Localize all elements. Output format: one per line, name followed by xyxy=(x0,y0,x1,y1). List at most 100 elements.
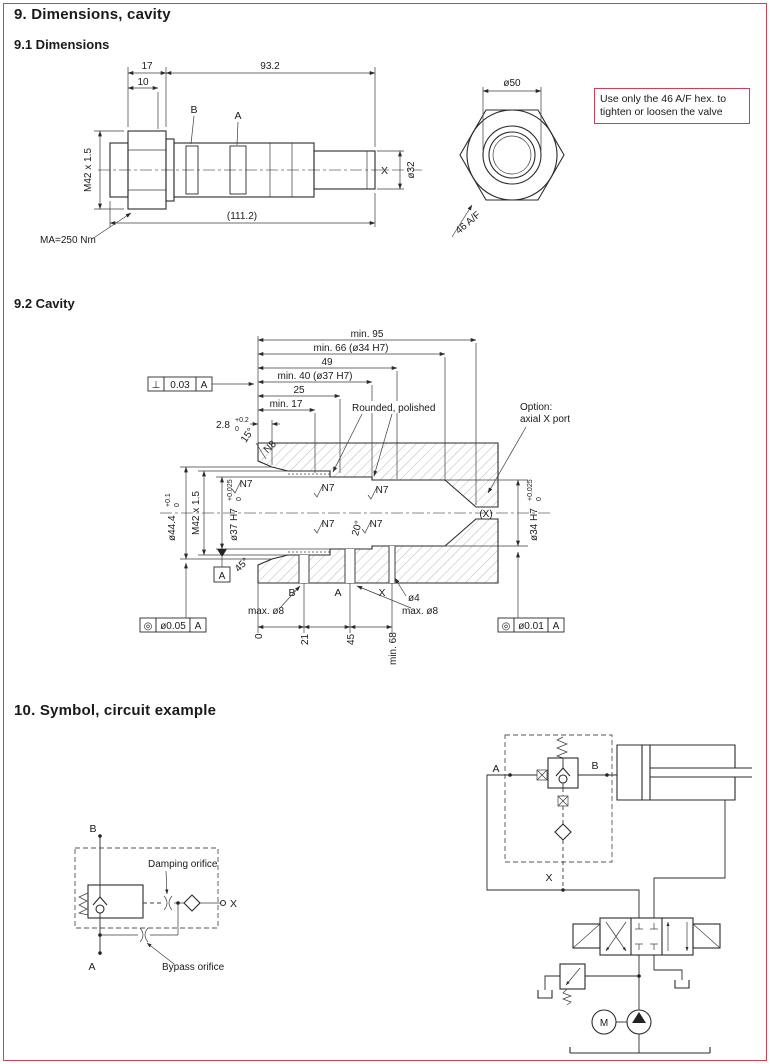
motor-label: M xyxy=(600,1018,608,1029)
dim-2-8-sub: 0 xyxy=(235,426,239,433)
dia-50-label: ø50 xyxy=(503,78,521,89)
angle-15-label: 15° xyxy=(239,426,257,445)
circuit-figure: A B X xyxy=(486,734,752,1054)
directional-valve-symbol xyxy=(572,917,721,956)
cavity-left-dimensions: ø44.4 +0.1 0 M42 x 1.5 ø37 H7 +0.025 0 A… xyxy=(165,466,330,583)
dim-49: 49 xyxy=(321,357,333,368)
hex-usage-note: Use only the 46 A/F hex. to tighten or l… xyxy=(594,88,750,125)
hex-af-label: 46 A/F xyxy=(454,210,483,237)
gdt-perpendicularity-icon: ⊥ xyxy=(152,380,161,391)
torque-label: MA=250 Nm xyxy=(40,235,96,246)
dim-min40: min. 40 (ø37 H7) xyxy=(277,371,352,382)
cylinder-symbol xyxy=(616,744,752,801)
position-min68: min. 68 xyxy=(388,632,399,665)
bypass-orifice-label: Bypass orifice xyxy=(162,962,225,973)
surface-finish-n7: N7 xyxy=(370,519,383,530)
circuit-port-x: X xyxy=(545,872,552,884)
position-21: 21 xyxy=(300,633,311,645)
symbol-figure: B X A Damping orifice Bypass orifice xyxy=(74,823,237,973)
dia-34-sup: +0.025 xyxy=(527,479,534,501)
concentricity-frame-right: ◎ ø0.01 A xyxy=(497,551,565,633)
dia-34-label: ø34 H7 xyxy=(529,508,540,541)
cavity-port-b: B xyxy=(288,587,295,599)
dim-93-2-label: 93.2 xyxy=(260,61,280,72)
relief-valve-symbol xyxy=(537,963,641,1006)
option-label-2: axial X port xyxy=(520,414,570,425)
port-a-label: A xyxy=(234,110,241,122)
port-b-label: B xyxy=(190,104,197,116)
max-dia8-label: max. ø8 xyxy=(248,606,285,617)
dia-44-4-label: ø44.4 xyxy=(167,515,178,541)
position-0: 0 xyxy=(254,633,265,639)
cavity-port-x: X xyxy=(378,587,385,599)
gdt-tol-001: ø0.01 xyxy=(518,621,544,632)
circuit-port-b: B xyxy=(591,760,598,772)
dim-min95: min. 95 xyxy=(351,329,384,340)
gdt-concentricity-icon: ◎ xyxy=(502,621,511,632)
dia-34-sub: 0 xyxy=(536,497,543,501)
front-view-dimensions: ø50 46 A/F xyxy=(451,78,542,238)
thread-label: M42 x 1.5 xyxy=(83,148,94,192)
surface-finish-n7: N7 xyxy=(322,519,335,530)
surface-finish-n7: N7 xyxy=(322,483,335,494)
section-10-title: 10. Symbol, circuit example xyxy=(14,702,217,719)
dia-32-label: ø32 xyxy=(406,161,417,179)
dim-min66: min. 66 (ø34 H7) xyxy=(313,343,388,354)
dim-min17: min. 17 xyxy=(270,399,303,410)
port-x-label: X xyxy=(381,165,388,177)
dia-4-label: ø4 xyxy=(408,593,420,604)
side-view-dimensions: 17 93.2 10 B A M42 x 1.5 X ø32 (111.2) M… xyxy=(40,61,417,246)
valve-symbol: B X A Damping orifice Bypass orifice xyxy=(74,823,237,973)
gdt-concentricity-icon: ◎ xyxy=(144,621,153,632)
rounded-polished-label: Rounded, polished xyxy=(352,403,435,414)
dia-44-4-sub: 0 xyxy=(174,503,181,507)
cavity-annotations: 15° N8 Rounded, polished Option: axial X… xyxy=(231,401,570,537)
x-port-ref-label: (X) xyxy=(479,509,492,520)
overall-length-label: (111.2) xyxy=(227,211,257,222)
datum-a-flag: A xyxy=(219,571,226,582)
surface-finish-n7: N7 xyxy=(376,485,389,496)
cavity-top-dimensions: min. 95 min. 66 (ø34 H7) 49 min. 40 (ø37… xyxy=(216,328,477,505)
cavity-right-dimensions: ø34 H7 +0.025 0 xyxy=(445,479,543,547)
dim-17-label: 17 xyxy=(141,61,153,72)
valve-side-view xyxy=(98,130,422,210)
damping-orifice-label: Damping orifice xyxy=(148,859,218,870)
gdt-tol-005: ø0.05 xyxy=(160,621,186,632)
position-45: 45 xyxy=(346,633,357,645)
dim-25: 25 xyxy=(293,385,305,396)
circuit-lines xyxy=(486,774,726,918)
symbol-port-x: X xyxy=(230,898,237,910)
section-9-1-title: 9.1 Dimensions xyxy=(14,37,110,52)
cavity-thread-label: M42 x 1.5 xyxy=(191,491,202,535)
cavity-port-a: A xyxy=(334,587,341,599)
dim-2-8: 2.8 xyxy=(216,420,230,431)
dia-37-label: ø37 H7 xyxy=(229,508,240,541)
section-9-title: 9. Dimensions, cavity xyxy=(14,6,171,23)
circuit-port-a: A xyxy=(492,763,499,775)
perpendicularity-frame: ⊥ 0.03 A xyxy=(147,376,255,392)
cartridge-valve-block: A B X xyxy=(487,734,617,892)
dimensions-figure: 17 93.2 10 B A M42 x 1.5 X ø32 (111.2) M… xyxy=(40,61,565,246)
dia-37-sup: +0.025 xyxy=(227,479,234,501)
dia-37-sub: 0 xyxy=(236,497,243,501)
gdt-datum-a: A xyxy=(195,621,202,632)
cavity-bottom-dimensions: B A X ø4 max. ø8 max. ø8 0 21 45 min. 68 xyxy=(248,567,439,665)
dim-10-label: 10 xyxy=(137,77,149,88)
datum-triangle xyxy=(217,549,227,557)
symbol-port-b: B xyxy=(89,823,96,835)
gdt-datum-a: A xyxy=(553,621,560,632)
max-dia8-label: max. ø8 xyxy=(402,606,439,617)
concentricity-frame-left: ◎ ø0.05 A xyxy=(139,562,207,633)
cavity-figure: min. 95 min. 66 (ø34 H7) 49 min. 40 (ø37… xyxy=(139,328,570,665)
reservoir-symbol xyxy=(569,1047,711,1054)
dim-2-8-sup: +0.2 xyxy=(235,417,249,424)
surface-finish-n7: N7 xyxy=(240,479,253,490)
section-9-2-title: 9.2 Cavity xyxy=(14,296,75,311)
symbol-port-a: A xyxy=(88,961,95,973)
dia-44-4-sup: +0.1 xyxy=(165,493,172,507)
gdt-datum-a: A xyxy=(201,380,208,391)
gdt-tol-003: 0.03 xyxy=(170,380,190,391)
option-label-1: Option: xyxy=(520,402,552,413)
angle-20-label: 20° xyxy=(350,520,365,537)
pump-motor-group: M xyxy=(591,955,690,1053)
